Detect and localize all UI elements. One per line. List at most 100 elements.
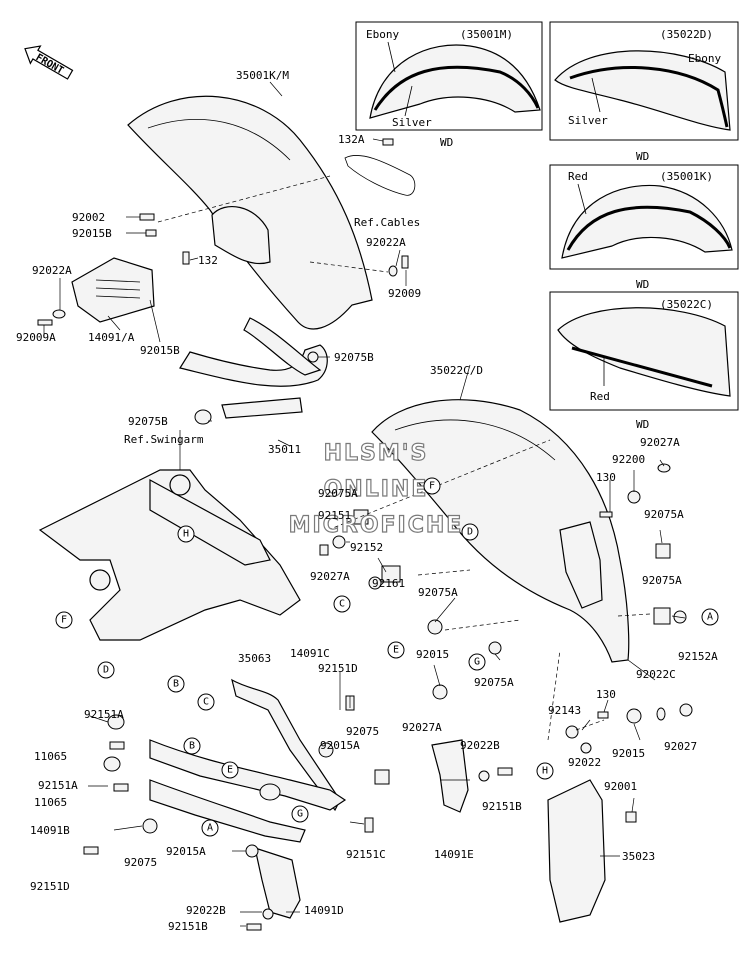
cover-plate-14091A (71, 257, 155, 323)
part-label: 35023 (622, 850, 655, 863)
part-labels: 35001K/M 132A 92002 Ref.Cables 92015B 92… (16, 69, 718, 933)
ref-letter: G (474, 657, 480, 668)
part-label: 92151B (168, 920, 208, 933)
part-label: 92027A (310, 570, 350, 583)
part-label: 14091D (304, 904, 344, 917)
leader-lines (43, 81, 686, 927)
ref-circle (221, 761, 239, 779)
variant-label: Ebony (366, 28, 399, 41)
part-label: 92001 (604, 780, 637, 793)
variant-label: Red (568, 170, 588, 183)
part-label: 92009A (16, 331, 56, 344)
part-label: 92075A (418, 586, 458, 599)
part-label: 11065 (34, 796, 67, 809)
part-label: 92151B (482, 800, 522, 813)
part-label: 92075A (474, 676, 514, 689)
ref-circle (461, 523, 479, 541)
part-label: 92075A (318, 487, 358, 500)
part-label: 35001K/M (236, 69, 289, 82)
part-label: 92200 (612, 453, 645, 466)
ref-letter: A (207, 823, 213, 834)
watermark: HLSM'S ONLINE MICROFICHE (288, 440, 464, 538)
ref-circle (183, 737, 201, 755)
part-label: 92022A (32, 264, 72, 277)
ref-letter: D (467, 527, 473, 538)
step-plate-14091E (431, 739, 469, 813)
variant-label: Ebony (688, 52, 721, 65)
watermark-line: ONLINE (324, 477, 429, 502)
part-label: 92022 (568, 756, 601, 769)
part-label: 132 (198, 254, 218, 267)
frame-bracket-35063 (149, 678, 347, 843)
ref-circle (167, 675, 185, 693)
part-label: 92151A (38, 779, 78, 792)
ref-circle (97, 661, 115, 679)
part-label: 92022C (636, 668, 676, 681)
part-label: 130 (596, 688, 616, 701)
part-label: 92152A (678, 650, 718, 663)
ref-letter: E (393, 645, 399, 656)
variant-box-35022C: (35022C) Red (549, 291, 739, 411)
part-label: 92015 (612, 747, 645, 760)
ref-letter: D (103, 665, 109, 676)
part-label: 92002 (72, 211, 105, 224)
part-label: 14091C (290, 647, 330, 660)
step-plate-14091D (254, 847, 301, 919)
ref-letter: H (542, 766, 548, 777)
part-label: 92075 (124, 856, 157, 869)
part-label: 92027 (664, 740, 697, 753)
variant-label: Silver (392, 116, 432, 129)
cable-clamp (344, 155, 416, 196)
part-label: 92022A (366, 236, 406, 249)
part-label: 11065 (34, 750, 67, 763)
part-label: 92075 (346, 725, 379, 738)
part-label: 92151C (346, 848, 386, 861)
watermark-line: MICROFICHE (289, 513, 464, 538)
part-label: 92027A (640, 436, 680, 449)
part-label: 92151D (30, 880, 70, 893)
part-label: 92015A (166, 845, 206, 858)
variant-code: (35022C) (660, 298, 713, 311)
ref-letter: C (339, 599, 345, 610)
ref-circle (536, 762, 554, 780)
ref-circle (55, 611, 73, 629)
variant-label: Silver (568, 114, 608, 127)
part-label: 14091B (30, 824, 70, 837)
part-label: Ref.Cables (354, 216, 420, 229)
ref-letter: A (707, 612, 713, 623)
ref-letter: B (189, 741, 195, 752)
part-label: 92015B (140, 344, 180, 357)
circle-refs (55, 477, 719, 837)
ref-letter: E (227, 765, 233, 776)
variant-code: (35001K) (660, 170, 713, 183)
ref-circle (201, 819, 219, 837)
part-label: 92151D (318, 662, 358, 675)
part-label: 130 (596, 471, 616, 484)
part-label: 92022B (460, 739, 500, 752)
ref-letter: F (61, 615, 67, 626)
part-label: 92015B (72, 227, 112, 240)
ref-letter: C (203, 697, 209, 708)
ref-circle (468, 653, 486, 671)
ref-circle (423, 477, 441, 495)
fender-mount-bracket (179, 317, 328, 419)
part-label: 92143 (548, 704, 581, 717)
front-fender (127, 95, 373, 330)
part-label: Ref.Swingarm (124, 433, 204, 446)
fender-flap-35023 (547, 779, 606, 923)
part-label: 14091E (434, 848, 474, 861)
ref-letter: F (429, 481, 435, 492)
variant-box-35001M: Ebony (35001M) Silver (355, 21, 543, 131)
wd-label: WD (440, 136, 453, 149)
part-label: 132A (338, 133, 365, 146)
ref-circle (387, 641, 405, 659)
front-label: FRONT (34, 52, 66, 77)
wd-label: WD (636, 278, 649, 291)
rear-fender (371, 399, 630, 663)
variant-box-35001K: Red (35001K) (549, 164, 739, 270)
part-label: 92075A (644, 508, 684, 521)
variant-code: (35022D) (660, 28, 713, 41)
part-label: 14091/A (88, 331, 135, 344)
part-label: 92075B (334, 351, 374, 364)
part-label: 92075A (642, 574, 682, 587)
